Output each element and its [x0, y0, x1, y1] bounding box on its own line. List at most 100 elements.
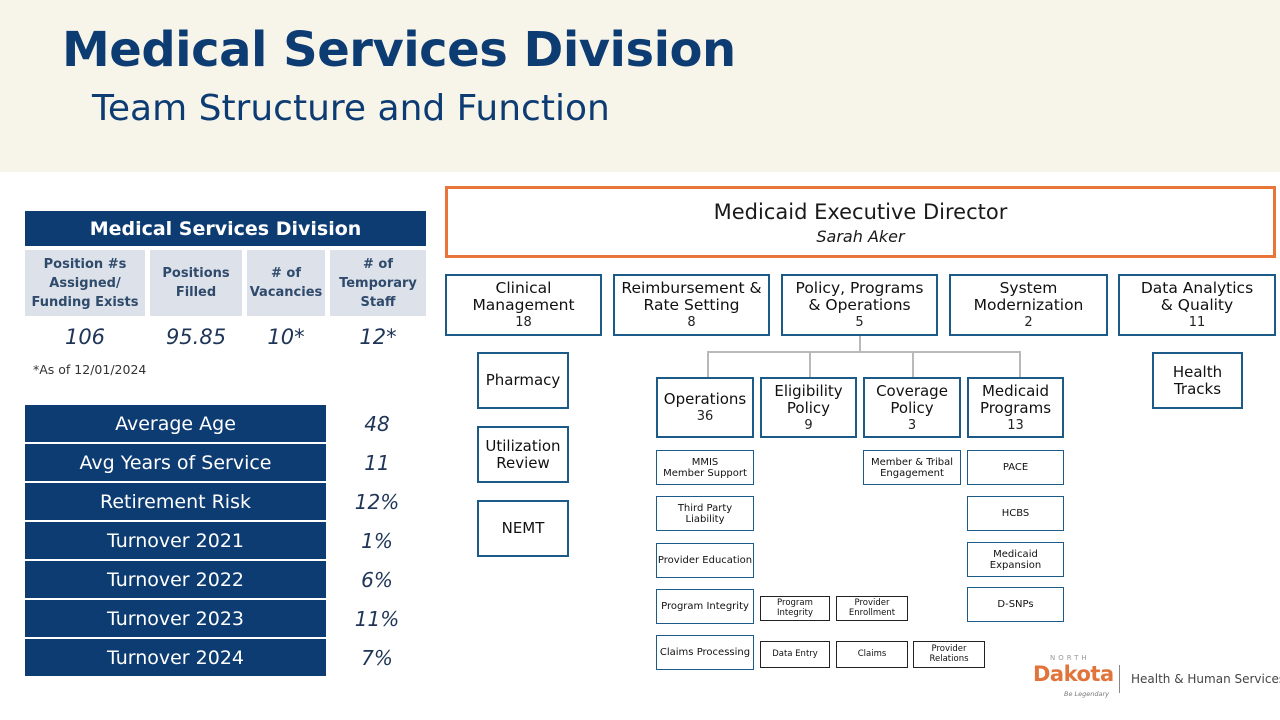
unit-name: Provider Enrollment [848, 598, 896, 618]
team-name: Pharmacy [485, 371, 561, 389]
unit-name: Clinical Management [472, 279, 575, 314]
unit-provider-enrollment: Provider Enrollment [836, 596, 908, 621]
team-name: Eligibility Policy [774, 381, 843, 417]
executive-name: Sarah Aker [816, 227, 905, 246]
subteam-name: D-SNPs [997, 599, 1034, 610]
subteam-name: Member & Tribal Engagement [870, 456, 954, 479]
logo-tagline: Be Legendary [1064, 690, 1110, 698]
team-name: Health Tracks [1172, 362, 1223, 398]
subteam-name: Program Integrity [661, 601, 749, 612]
metric-value-turnover-2024: 7% [361, 645, 393, 670]
stat-label-temporary-staff: # of Temporary Staff [330, 250, 426, 316]
stat-label-positions-filled: Positions Filled [150, 250, 242, 316]
metric-label-turnover-2024: Turnover 2024 [25, 639, 326, 676]
connector-medicaid-programs [1019, 351, 1021, 377]
page-subtitle: Team Structure and Function [92, 88, 610, 129]
team-count: 36 [696, 409, 714, 424]
stats-footnote: *As of 12/01/2024 [33, 362, 147, 377]
unit-count: 8 [687, 315, 696, 330]
team-medicaid-programs: Medicaid Programs 13 [967, 377, 1064, 438]
unit-count: 2 [1024, 315, 1033, 330]
subteam-program-integrity: Program Integrity [656, 589, 754, 624]
team-nemt: NEMT [477, 500, 569, 557]
policy-connector-horizontal [707, 351, 1021, 353]
connector-coverage [912, 351, 914, 377]
subteam-name: Claims Processing [659, 647, 751, 658]
unit-claims: Claims [836, 641, 908, 668]
stat-value-positions-filled: 95.85 [165, 325, 227, 349]
metric-label-turnover-2022: Turnover 2022 [25, 561, 326, 598]
team-utilization-review: Utilization Review [477, 426, 569, 483]
logo-north-text: NORTH [1050, 654, 1090, 662]
unit-name: Program Integrity [776, 598, 814, 618]
team-count: 3 [907, 417, 917, 433]
subteam-d-snps: D-SNPs [967, 587, 1064, 622]
metric-label-turnover-2021: Turnover 2021 [25, 522, 326, 559]
metric-value-turnover-2021: 1% [361, 528, 393, 553]
metric-label-years-of-service: Avg Years of Service [25, 444, 326, 481]
unit-reimbursement: Reimbursement & Rate Setting 8 [613, 274, 770, 336]
team-name: Medicaid Programs [979, 381, 1052, 417]
stat-label-positions-assigned: Position #s Assigned/ Funding Exists [25, 250, 145, 316]
subteam-name: Medicaid Expansion [989, 548, 1042, 571]
team-name: NEMT [501, 519, 545, 537]
team-count: 13 [1007, 417, 1024, 433]
unit-name: Reimbursement & Rate Setting [621, 279, 762, 314]
team-name: Coverage Policy [876, 381, 948, 417]
team-name: Operations [663, 390, 747, 408]
logo-divider [1119, 665, 1120, 693]
unit-count: 5 [855, 315, 864, 330]
metric-value-retirement-risk: 12% [354, 489, 400, 514]
unit-system-modernization: System Modernization 2 [949, 274, 1108, 336]
team-pharmacy: Pharmacy [477, 352, 569, 409]
subteam-medicaid-expansion: Medicaid Expansion [967, 542, 1064, 577]
unit-name: System Modernization [973, 279, 1084, 314]
stat-value-temporary-staff: 12* [359, 325, 397, 349]
team-count: 9 [804, 417, 813, 433]
header-band [0, 0, 1280, 172]
unit-data-analytics-quality: Data Analytics & Quality 11 [1118, 274, 1276, 336]
stats-table-heading: Medical Services Division [25, 211, 426, 246]
team-coverage-policy: Coverage Policy 3 [863, 377, 961, 438]
logo-department: Health & Human Services [1131, 672, 1280, 686]
metric-value-turnover-2023: 11% [354, 606, 400, 631]
subteam-name: MMIS Member Support [663, 456, 747, 479]
subteam-name: PACE [1002, 462, 1029, 473]
unit-count: 11 [1188, 315, 1206, 330]
executive-title: Medicaid Executive Director [713, 200, 1008, 224]
unit-name: Data Entry [772, 648, 818, 659]
team-name: Utilization Review [485, 436, 561, 472]
unit-policy-programs-operations: Policy, Programs & Operations 5 [781, 274, 938, 336]
policy-connector-stem [859, 335, 861, 352]
subteam-member-tribal-engagement: Member & Tribal Engagement [863, 450, 961, 485]
connector-operations [707, 351, 709, 377]
unit-name: Provider Relations [929, 644, 969, 664]
subteam-name: Third Party Liability [677, 502, 733, 525]
subteam-name: Provider Education [657, 555, 753, 566]
metric-label-retirement-risk: Retirement Risk [25, 483, 326, 520]
unit-name: Data Analytics & Quality [1140, 279, 1254, 314]
subteam-hcbs: HCBS [967, 496, 1064, 531]
unit-name: Claims [857, 648, 887, 659]
team-eligibility-policy: Eligibility Policy 9 [760, 377, 857, 438]
logo-dakota-text: Dakota [1033, 662, 1114, 686]
subteam-mmis-member-support: MMIS Member Support [656, 450, 754, 485]
subteam-name: HCBS [1001, 508, 1030, 519]
team-health-tracks: Health Tracks [1152, 352, 1243, 409]
metric-value-average-age: 48 [364, 411, 390, 436]
unit-provider-relations: Provider Relations [913, 641, 985, 668]
metric-value-years-of-service: 11 [364, 450, 390, 475]
stat-value-positions-assigned: 106 [64, 325, 106, 349]
stat-value-vacancies: 10* [267, 325, 305, 349]
unit-data-entry: Data Entry [760, 641, 830, 668]
connector-eligibility [809, 351, 811, 377]
team-operations: Operations 36 [656, 377, 754, 438]
page-title: Medical Services Division [62, 22, 736, 78]
unit-program-integrity-detail: Program Integrity [760, 596, 830, 621]
unit-name: Policy, Programs & Operations [795, 279, 924, 314]
subteam-claims-processing: Claims Processing [656, 635, 754, 670]
subteam-pace: PACE [967, 450, 1064, 485]
metric-label-average-age: Average Age [25, 405, 326, 442]
metric-value-turnover-2022: 6% [361, 567, 393, 592]
subteam-third-party-liability: Third Party Liability [656, 496, 754, 531]
